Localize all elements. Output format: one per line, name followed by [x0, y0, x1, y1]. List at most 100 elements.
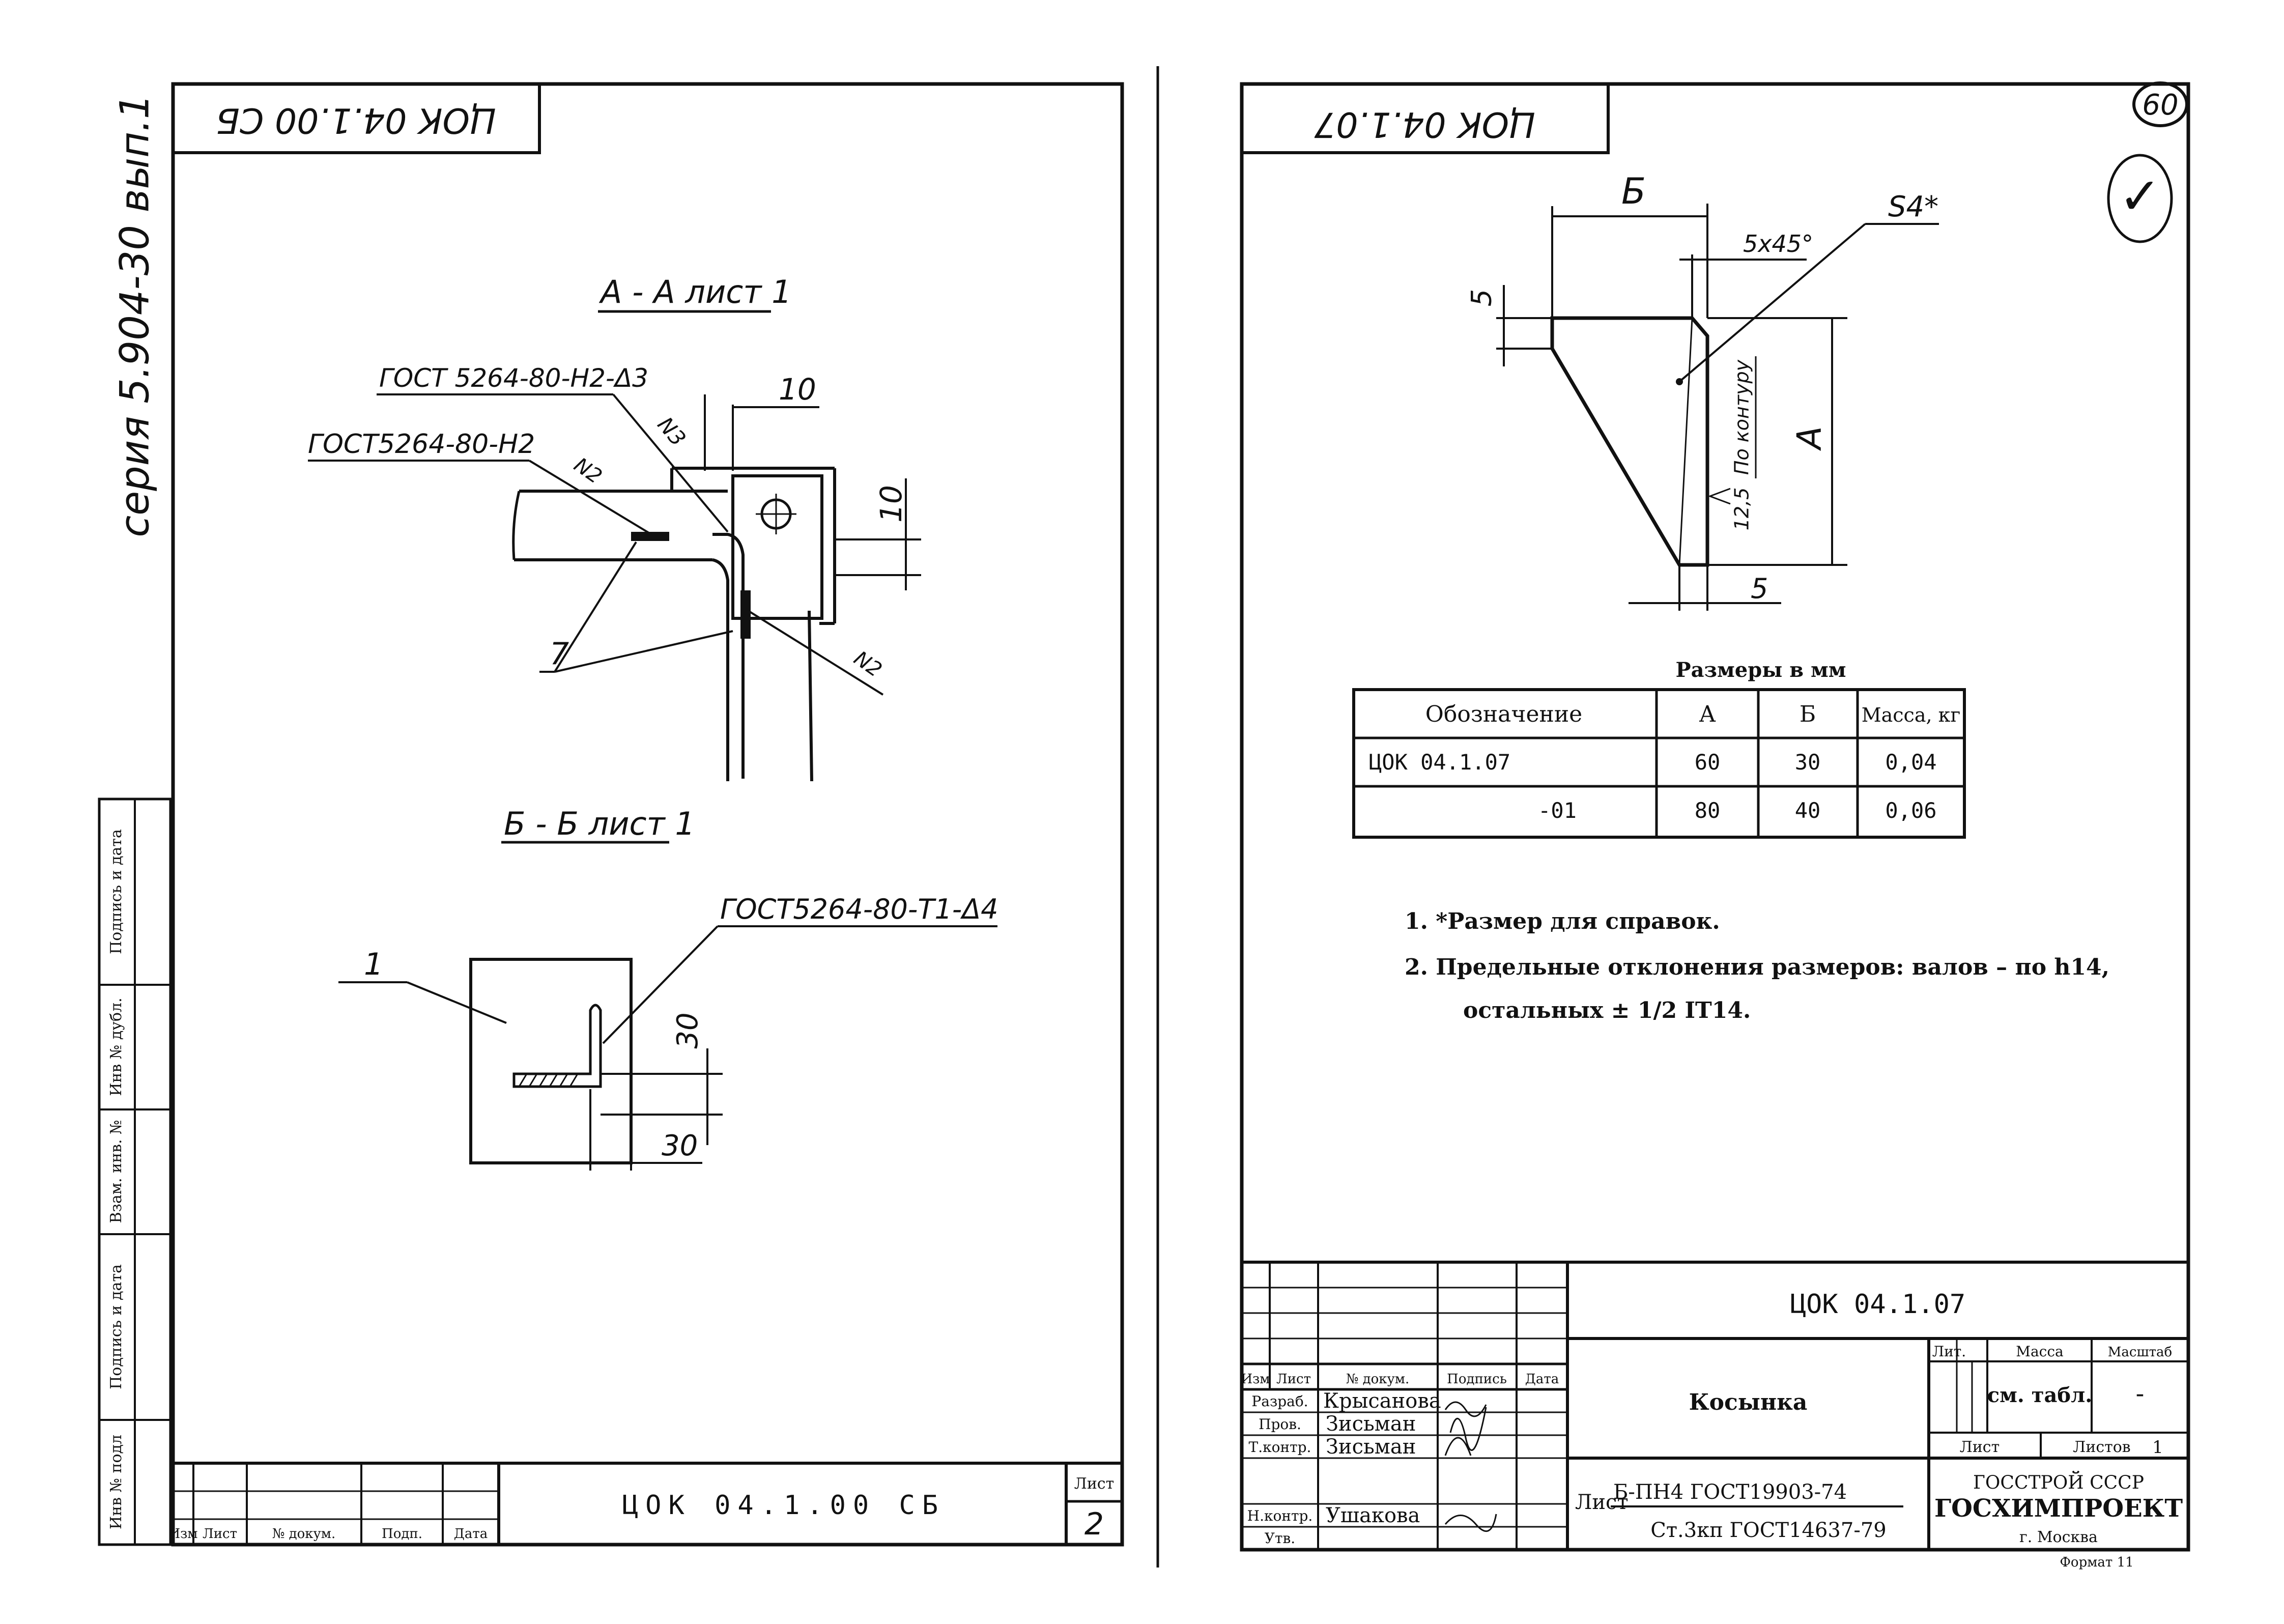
tb-role-1: Лист	[1276, 1372, 1311, 1387]
tb-material-prefix: Лист	[1575, 1491, 1629, 1514]
tb-person-4-role: Утв.	[1265, 1530, 1295, 1547]
table-header-0: Обозначение	[1425, 701, 1582, 727]
tb-org2: ГОСХИМПРОЕКТ	[1934, 1494, 2183, 1523]
tb-material-line1: Б-ПН4 ГОСТ19903-74	[1613, 1480, 1847, 1504]
dim-five-top: 5	[1466, 289, 1498, 306]
tb-person-2-name: Зисьман	[1326, 1435, 1416, 1459]
check-mark: ✓	[2119, 166, 2161, 226]
left-stamp-box	[172, 82, 541, 154]
weld-callout-2: ГОСТ5264-80-Н2	[308, 429, 535, 460]
dim-10a: 10	[779, 372, 816, 407]
table-header-1: А	[1699, 701, 1716, 727]
left-sheet: ЦОК 04.1.00 СБ серия 5.904-30 вып.1 Инв …	[98, 82, 1124, 1547]
check-oval	[2107, 154, 2173, 243]
right-stamp-box	[1240, 82, 1610, 154]
tb-sheets-value: 1	[2152, 1437, 2163, 1458]
part-1: 1	[364, 947, 383, 982]
tb-role-3: Подпись	[1447, 1372, 1507, 1387]
section-aa-label: А - А лист 1	[598, 273, 792, 310]
tb-designation: ЦОК 04.1.07	[1790, 1289, 1965, 1320]
left-stamp-code: ЦОК 04.1.00 СБ	[216, 100, 497, 140]
note-2b: остальных ± 1/2 IT14.	[1463, 998, 1751, 1023]
tb-person-2-role: Т.контр.	[1249, 1439, 1311, 1456]
contour-note: По контуру	[1731, 359, 1753, 475]
tb-mass-value: см. табл.	[1987, 1383, 2092, 1407]
leader-n3: N3	[652, 412, 691, 451]
tb-org1: ГОССТРОЙ СССР	[1973, 1471, 2144, 1493]
table-header-2: Б	[1800, 701, 1816, 727]
tb-city: г. Москва	[2019, 1528, 2098, 1546]
dim-five-bottom: 5	[1751, 573, 1768, 605]
table-row1-col0: -01	[1538, 798, 1577, 823]
section-aa-drawing: 10 10 ГОСТ 5264-80-Н2-Δ3 N3 ГОСТ5264-80-…	[308, 363, 921, 782]
left-tb-header-0: Изм	[168, 1526, 197, 1542]
left-tb-sheet-number: 2	[1084, 1506, 1104, 1542]
leader-n2a: N2	[569, 453, 606, 489]
tb-person-0-name: Крысанова	[1323, 1389, 1441, 1413]
tb-person-3-name: Ушакова	[1326, 1504, 1420, 1527]
roughness-value: 12,5	[1731, 488, 1753, 531]
side-label-2: Взам. инв. №	[107, 1120, 125, 1223]
right-stamp-code: ЦОК 04.1.07	[1314, 104, 1536, 144]
tb-lit-label: Лит.	[1932, 1343, 1966, 1360]
dim-30v: 30	[671, 1012, 704, 1048]
right-title-block: Изм Лист № докум. Подпись Дата Разраб. К…	[1240, 1261, 2190, 1570]
table-row0-col3: 0,04	[1885, 750, 1936, 775]
tb-sheets-label: Листов	[2073, 1438, 2130, 1456]
tb-scale-label: Масштаб	[2108, 1345, 2172, 1360]
sizes-table: Размеры в мм Обозначение А Б Масса, кг Ц…	[1352, 658, 1966, 839]
tb-format: Формат 11	[2060, 1555, 2133, 1570]
tb-material-line2: Ст.3кп ГОСТ14637-79	[1650, 1519, 1887, 1542]
left-sheet-frame	[171, 82, 1124, 1547]
table-row1-col3: 0,06	[1885, 798, 1936, 823]
dim-chamfer: 5x45°	[1743, 230, 1813, 258]
gusset-drawing: Б 5x45° S4* 5 А По контуру 12,5	[1466, 170, 1939, 611]
table-row0-col0: ЦОК 04.1.07	[1369, 750, 1510, 775]
tb-scale-value: -	[2136, 1379, 2145, 1408]
note-2a: 2. Предельные отклонения размеров: валов…	[1405, 954, 2109, 980]
sheet-circle	[2132, 81, 2188, 127]
weld-callout-3: ГОСТ5264-80-Т1-Δ4	[720, 893, 998, 925]
table-row1-col1: 80	[1695, 798, 1721, 823]
section-bb-drawing: ГОСТ5264-80-Т1-Δ4 1 30 30	[338, 893, 998, 1171]
left-tb-designation: ЦОК 04.1.00 СБ	[622, 1490, 945, 1521]
tb-sheet-label: Лист	[1960, 1438, 2000, 1456]
side-label-0: Инв № подл	[107, 1435, 125, 1529]
tb-person-0-role: Разраб.	[1251, 1393, 1308, 1410]
notes: 1. *Размер для справок. 2. Предельные от…	[1405, 908, 2109, 1023]
left-tb-header-3: Подп.	[382, 1526, 422, 1542]
table-header-3: Масса, кг	[1862, 704, 1961, 726]
tb-person-1-role: Пров.	[1259, 1416, 1301, 1433]
tb-role-0: Изм	[1241, 1372, 1270, 1387]
right-sheet: ЦОК 04.1.07 60 ✓ Б 5x45° S4*	[1240, 81, 2190, 1570]
table-row0-col2: 30	[1795, 750, 1821, 775]
tb-person-1-name: Зисьман	[1326, 1412, 1416, 1436]
left-tb-sheet-label: Лист	[1074, 1475, 1114, 1493]
tb-role-4: Дата	[1525, 1372, 1559, 1387]
tb-mass-label: Масса	[2016, 1343, 2063, 1360]
tb-part-name: Косынка	[1689, 1389, 1808, 1415]
dim-s4: S4*	[1888, 190, 1938, 223]
left-tb-header-4: Дата	[454, 1526, 488, 1542]
dim-10b: 10	[874, 485, 908, 523]
side-label-4: Подпись и дата	[107, 829, 125, 954]
section-bb-label: Б - Б лист 1	[504, 805, 695, 842]
sheet-circle-number: 60	[2142, 89, 2178, 122]
table-row1-col2: 40	[1795, 798, 1821, 823]
left-title-block: Изм Лист № докум. Подп. Дата ЦОК 04.1.00…	[168, 1462, 1122, 1545]
table-caption: Размеры в мм	[1676, 658, 1846, 682]
left-tb-header-2: № докум.	[272, 1526, 336, 1542]
part-7: 7	[550, 636, 569, 672]
dim-30h: 30	[662, 1129, 698, 1162]
table-row0-col1: 60	[1695, 750, 1721, 775]
left-tb-header-1: Лист	[203, 1526, 237, 1542]
dim-a: А	[1790, 426, 1829, 451]
series-label: серия 5.904-30 вып.1	[112, 94, 158, 537]
note-1: 1. *Размер для справок.	[1405, 908, 1720, 934]
side-label-1: Подпись и дата	[107, 1264, 125, 1389]
signature-scribble	[1444, 1401, 1497, 1532]
dim-b: Б	[1621, 170, 1646, 212]
side-label-3: Инв № дубл.	[107, 998, 125, 1096]
tb-role-2: № докум.	[1346, 1372, 1410, 1387]
tb-person-3-role: Н.контр.	[1247, 1507, 1313, 1524]
